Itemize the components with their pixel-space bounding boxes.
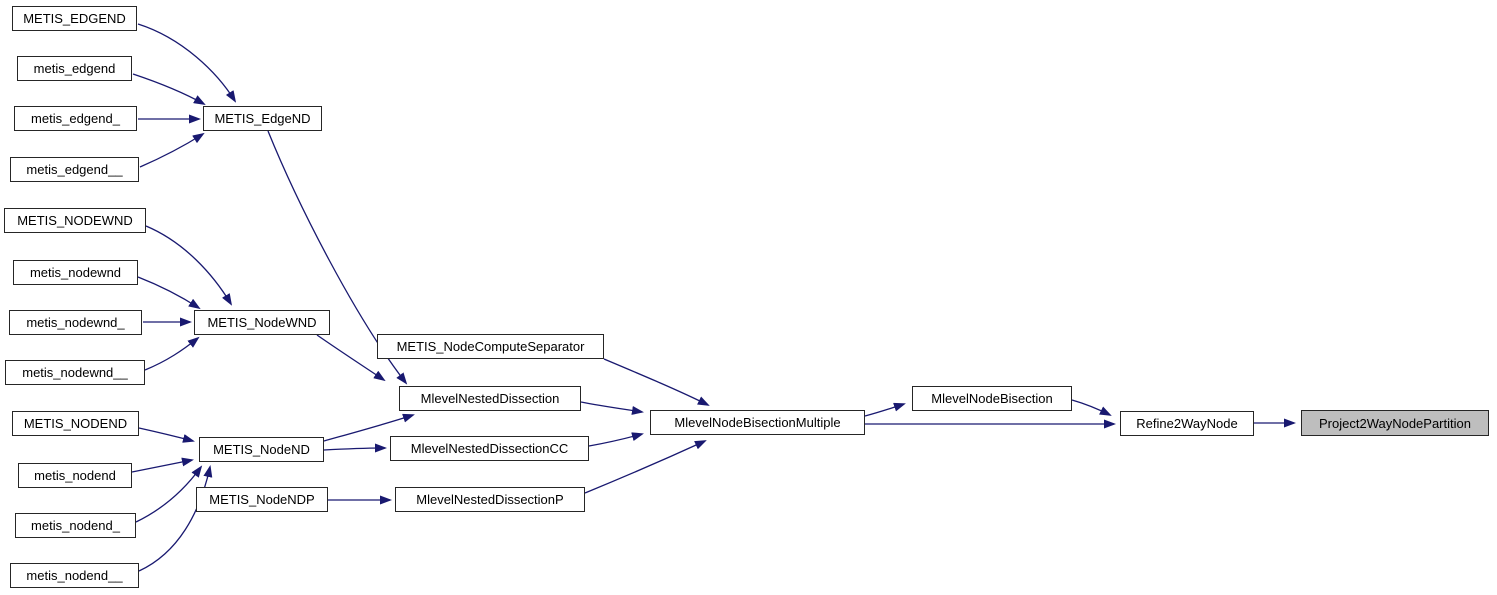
node-metis_nodewnd__[interactable]: metis_nodewnd__ <box>5 360 145 385</box>
node-metis_nodewnd[interactable]: metis_nodewnd <box>13 260 138 285</box>
edge-MlevelNodeBisection-to-Refine2WayNode <box>1071 399 1112 416</box>
edge-metis_edgend__-to-METIS_EdgeND <box>139 132 205 168</box>
edge-METIS_NODEWND-to-METIS_NodeWND <box>145 225 233 306</box>
node-label: MlevelNestedDissectionCC <box>410 441 569 456</box>
node-metis_nodewnd_[interactable]: metis_nodewnd_ <box>9 310 142 335</box>
node-METIS_NODEWND[interactable]: METIS_NODEWND <box>4 208 146 233</box>
node-METIS_NodeND[interactable]: METIS_NodeND <box>199 437 324 462</box>
node-label: metis_nodewnd__ <box>22 365 128 380</box>
edge-METIS_NodeND-to-MlevelNestedDissection <box>323 413 415 442</box>
node-METIS_NodeNDP[interactable]: METIS_NodeNDP <box>196 487 328 512</box>
node-label: METIS_EdgeND <box>214 111 311 126</box>
node-metis_edgend_[interactable]: metis_edgend_ <box>14 106 137 131</box>
edge-METIS_NodeComputeSeparator-to-MlevelNodeBisectionMultiple <box>603 358 710 406</box>
edge-MlevelNodeBisectionMultiple-to-MlevelNodeBisection <box>864 402 906 417</box>
node-label: MlevelNestedDissectionP <box>416 492 564 507</box>
node-label: metis_edgend__ <box>26 162 123 177</box>
node-label: metis_edgend <box>33 61 116 76</box>
node-MlevelNodeBisection[interactable]: MlevelNodeBisection <box>912 386 1072 411</box>
node-MlevelNestedDissectionP[interactable]: MlevelNestedDissectionP <box>395 487 585 512</box>
node-label: Refine2WayNode <box>1136 416 1238 431</box>
edge-METIS_NodeND-to-MlevelNestedDissectionCC <box>323 443 387 453</box>
edge-MlevelNestedDissectionCC-to-MlevelNodeBisectionMultiple <box>588 432 644 447</box>
node-metis_nodend__[interactable]: metis_nodend__ <box>10 563 139 588</box>
node-label: METIS_NODEND <box>23 416 128 431</box>
edge-metis_nodend__-to-METIS_NodeND <box>138 465 213 572</box>
edge-metis_edgend-to-METIS_EdgeND <box>132 73 206 105</box>
node-label: metis_nodend <box>34 468 116 483</box>
node-METIS_EDGEND[interactable]: METIS_EDGEND <box>12 6 137 31</box>
edge-METIS_NodeWND-to-MlevelNestedDissection <box>316 334 386 382</box>
node-metis_edgend[interactable]: metis_edgend <box>17 56 132 81</box>
node-label: metis_nodend__ <box>26 568 123 583</box>
node-METIS_NODEND[interactable]: METIS_NODEND <box>12 411 139 436</box>
node-label: metis_nodend_ <box>31 518 120 533</box>
node-METIS_NodeWND[interactable]: METIS_NodeWND <box>194 310 330 335</box>
edge-metis_nodewnd__-to-METIS_NodeWND <box>144 336 200 371</box>
node-label: METIS_NodeComputeSeparator <box>396 339 585 354</box>
node-Refine2WayNode[interactable]: Refine2WayNode <box>1120 411 1254 436</box>
edge-METIS_EDGEND-to-METIS_EdgeND <box>137 23 237 103</box>
edge-metis_nodend_-to-METIS_NodeND <box>135 465 203 523</box>
edge-METIS_NODEND-to-METIS_NodeND <box>138 427 195 443</box>
node-MlevelNodeBisectionMultiple[interactable]: MlevelNodeBisectionMultiple <box>650 410 865 435</box>
edge-metis_nodend-to-METIS_NodeND <box>131 457 194 473</box>
node-metis_nodend[interactable]: metis_nodend <box>18 463 132 488</box>
node-METIS_EdgeND[interactable]: METIS_EdgeND <box>203 106 322 131</box>
edge-MlevelNestedDissectionP-to-MlevelNodeBisectionMultiple <box>584 440 707 494</box>
node-label: metis_edgend_ <box>31 111 120 126</box>
node-label: metis_nodewnd_ <box>26 315 125 330</box>
node-label: METIS_NODEWND <box>17 213 133 228</box>
node-metis_nodend_[interactable]: metis_nodend_ <box>15 513 136 538</box>
node-metis_edgend__[interactable]: metis_edgend__ <box>10 157 139 182</box>
node-label: MlevelNodeBisection <box>931 391 1053 406</box>
node-MlevelNestedDissectionCC[interactable]: MlevelNestedDissectionCC <box>390 436 589 461</box>
edge-MlevelNestedDissection-to-MlevelNodeBisectionMultiple <box>580 401 644 415</box>
node-label: MlevelNodeBisectionMultiple <box>674 415 841 430</box>
node-METIS_NodeComputeSeparator[interactable]: METIS_NodeComputeSeparator <box>377 334 604 359</box>
node-label: METIS_NodeWND <box>207 315 317 330</box>
node-MlevelNestedDissection[interactable]: MlevelNestedDissection <box>399 386 581 411</box>
node-label: METIS_NodeNDP <box>209 492 315 507</box>
node-label: METIS_EDGEND <box>23 11 126 26</box>
node-label: METIS_NodeND <box>213 442 310 457</box>
node-label: Project2WayNodePartition <box>1319 415 1471 431</box>
node-label: MlevelNestedDissection <box>420 391 560 406</box>
edge-metis_nodewnd-to-METIS_NodeWND <box>137 276 201 310</box>
node-label: metis_nodewnd <box>29 265 122 280</box>
node-Project2WayNodePartition: Project2WayNodePartition <box>1301 410 1489 436</box>
